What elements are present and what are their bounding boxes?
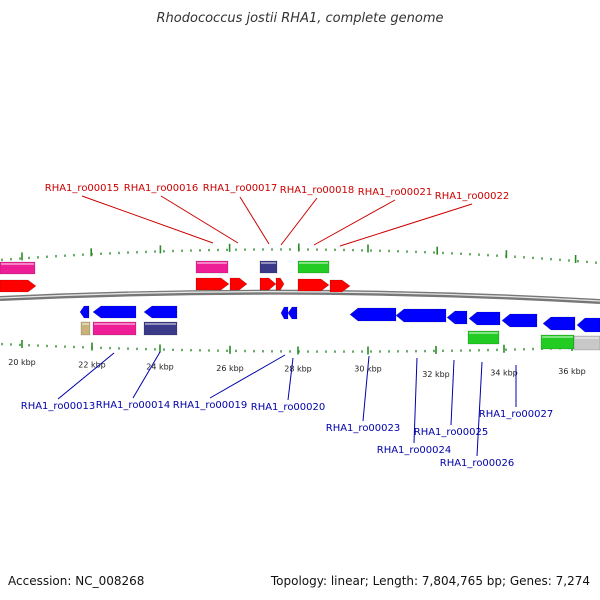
reverse-cds-arrow[interactable] [280,306,289,320]
leader-line [313,199,396,246]
reverse-cds-arrow[interactable] [287,306,298,320]
feature-highlight [145,323,176,325]
feature-highlight [575,337,599,339]
reverse-cds-arrow[interactable] [92,305,137,319]
scale-label: 26 kbp [216,364,244,373]
forward-cds-arrow[interactable] [0,279,37,293]
accession-text: Accession: NC_008268 [8,574,144,588]
feature-highlight [261,262,276,264]
leader-line [57,352,115,400]
scale-label: 36 kbp [558,367,586,376]
gene-label-forward[interactable]: RHA1_ro00018 [280,185,355,196]
leader-line [339,203,473,247]
gene-label-forward[interactable]: RHA1_ro00021 [358,187,433,198]
feature-highlight [94,323,135,325]
leader-line [413,357,418,444]
gene-label-reverse[interactable]: RHA1_ro00014 [96,400,171,411]
reverse-cds-arrow[interactable] [395,308,447,323]
feature-highlight [82,323,89,325]
gene-label-reverse[interactable]: RHA1_ro00013 [21,401,96,412]
leader-line [476,361,483,457]
reverse-cds-arrow[interactable] [501,313,538,328]
feature-highlight [1,263,34,265]
forward-cds-arrow[interactable] [195,277,230,291]
green-feature-block[interactable] [467,330,500,345]
gene-label-reverse[interactable]: RHA1_ro00025 [414,427,489,438]
scale-label: 24 kbp [146,362,174,371]
forward-cds-arrow[interactable] [275,277,285,291]
pink-feature-block[interactable] [0,261,36,275]
feature-track [0,260,600,351]
reverse-cds-arrow[interactable] [468,311,501,326]
reverse-cds-arrow[interactable] [79,305,90,319]
pink-feature-block[interactable] [195,260,229,274]
gene-label-reverse[interactable]: RHA1_ro00024 [377,445,452,456]
scale-label: 22 kbp [78,361,106,370]
leader-line [81,195,214,244]
purple-feature-block[interactable] [259,260,278,274]
topology-text: Topology: linear; Length: 7,804,765 bp; … [270,574,590,588]
gene-label-forward[interactable]: RHA1_ro00015 [45,183,120,194]
forward-cds-arrow[interactable] [229,277,248,291]
reverse-cds-arrow[interactable] [576,317,600,333]
backbone [0,289,600,304]
purple-feature-block[interactable] [143,321,178,336]
scale-label: 34 kbp [490,369,518,378]
leader-line [450,359,455,426]
grey-feature-block[interactable] [573,335,600,351]
leader-line [209,354,286,399]
scale-label: 32 kbp [422,370,450,379]
feature-highlight [197,262,227,264]
reverse-cds-arrow[interactable] [143,305,178,319]
scale-label: 20 kbp [8,358,36,367]
feature-highlight [542,336,573,338]
gene-label-reverse[interactable]: RHA1_ro00023 [326,423,401,434]
reverse-cds-arrow[interactable] [542,316,576,331]
leader-line [362,355,370,422]
pink-feature-block[interactable] [92,321,137,336]
gene-label-reverse[interactable]: RHA1_ro00026 [440,458,515,469]
forward-cds-arrow[interactable] [259,277,277,291]
gene-label-forward[interactable]: RHA1_ro00022 [435,191,510,202]
leader-line [160,195,239,244]
feature-highlight [299,262,328,264]
feature-highlight [469,332,498,334]
genome-title: Rhodococcus jostii RHA1, complete genome [157,11,444,26]
forward-cds-arrow[interactable] [297,278,330,292]
reverse-cds-arrow[interactable] [446,310,468,325]
scale-label: 28 kbp [284,364,312,373]
gene-label-forward[interactable]: RHA1_ro00016 [124,183,199,194]
leader-line [239,196,270,245]
leader-line [132,351,161,399]
gene-label-reverse[interactable]: RHA1_ro00019 [173,400,248,411]
leader-line [287,357,294,401]
forward-cds-arrow[interactable] [329,279,351,293]
gene-label-forward[interactable]: RHA1_ro00017 [203,183,278,194]
green-feature-block[interactable] [297,260,330,274]
gene-label-reverse[interactable]: RHA1_ro00020 [251,402,326,413]
leader-line [280,197,318,246]
gene-label-reverse[interactable]: RHA1_ro00027 [479,409,554,420]
reverse-cds-arrow[interactable] [349,307,397,322]
tan-feature-block[interactable] [80,321,91,336]
